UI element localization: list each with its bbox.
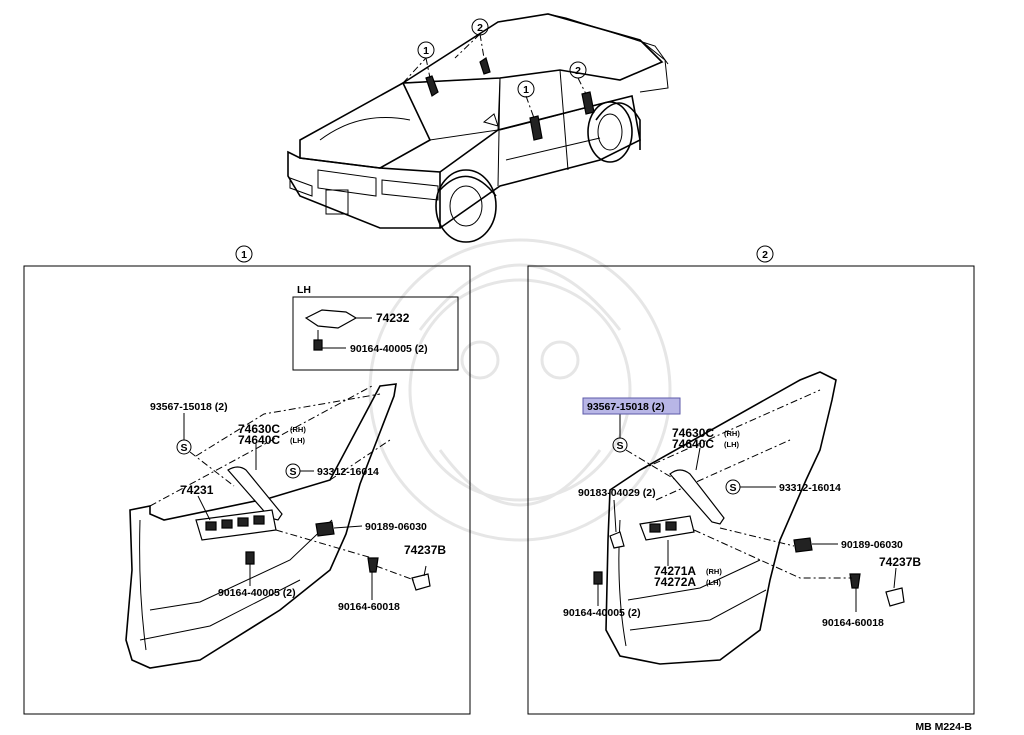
- svg-text:LH: LH: [297, 284, 311, 296]
- p1-part-93567[interactable]: 93567-15018 (2): [150, 401, 228, 413]
- p2-part-74640c-side: (LH): [724, 440, 739, 449]
- p2-part-90189[interactable]: 90189-06030: [841, 539, 903, 551]
- p2-part-74630c-side: (RH): [724, 429, 740, 438]
- p2-part-74630c[interactable]: 74630C: [672, 426, 714, 440]
- car-callout-1b[interactable]: 1: [517, 80, 535, 98]
- p1-part-74640c[interactable]: 74640C: [238, 433, 280, 447]
- car-callout-2a[interactable]: 2: [471, 18, 489, 36]
- svg-text:S: S: [180, 442, 187, 454]
- p2-part-74237b[interactable]: 74237B: [879, 555, 921, 569]
- svg-text:74232: 74232: [376, 311, 410, 325]
- svg-text:S: S: [729, 482, 736, 494]
- p2-part-90164-60018[interactable]: 90164-60018: [822, 617, 884, 629]
- p2-part-93567[interactable]: 93567-15018 (2): [587, 401, 665, 413]
- car-callout-1a[interactable]: 1: [417, 41, 435, 59]
- p2-part-90183[interactable]: 90183-04029 (2): [578, 487, 656, 499]
- p2-part-90164-40005[interactable]: 90164-40005 (2): [563, 607, 641, 619]
- p1-part-93312[interactable]: 93312-16014: [317, 466, 379, 478]
- car-illustration: [287, 13, 669, 243]
- svg-text:2: 2: [762, 249, 768, 261]
- p1-part-90189[interactable]: 90189-06030: [365, 521, 427, 533]
- p1-part-90164-60018[interactable]: 90164-60018: [338, 601, 400, 613]
- p1-part-74630c-side: (RH): [290, 425, 306, 434]
- p2-part-74272a-side: (LH): [706, 578, 721, 587]
- p1-part-90164-40005[interactable]: 90164-40005 (2): [218, 587, 296, 599]
- p2-part-93312[interactable]: 93312-16014: [779, 482, 841, 494]
- svg-text:90164-40005 (2): 90164-40005 (2): [350, 343, 428, 355]
- p1-part-74640c-side: (LH): [290, 436, 305, 445]
- panel-2-title[interactable]: 2: [756, 245, 774, 263]
- car-callout-2b[interactable]: 2: [569, 61, 587, 79]
- panel-2: S S: [527, 265, 975, 715]
- inset-lh: LH 74232 90164-40005 (2): [292, 284, 459, 371]
- svg-text:S: S: [289, 466, 296, 478]
- p1-part-74630c[interactable]: 74630C: [238, 422, 280, 436]
- p2-part-74640c[interactable]: 74640C: [672, 437, 714, 451]
- highlight-box: [582, 397, 681, 415]
- p1-part-74237b[interactable]: 74237B: [404, 543, 446, 557]
- p2-part-74271a[interactable]: 74271A: [654, 564, 696, 578]
- p2-part-74271a-side: (RH): [706, 567, 722, 576]
- svg-text:S: S: [616, 440, 623, 452]
- panel-1: LH 74232 90164-40005 (2): [23, 265, 471, 715]
- svg-text:1: 1: [241, 249, 247, 261]
- svg-text:2: 2: [575, 65, 581, 77]
- watermark-emblem: [368, 238, 672, 542]
- p1-part-74231[interactable]: 74231: [180, 483, 214, 497]
- svg-text:1: 1: [523, 84, 529, 96]
- svg-text:1: 1: [423, 45, 429, 57]
- panel-1-title[interactable]: 1: [235, 245, 253, 263]
- p2-part-74272a[interactable]: 74272A: [654, 575, 696, 589]
- diagram-code: MB M224-B: [915, 721, 972, 733]
- svg-text:2: 2: [477, 22, 483, 34]
